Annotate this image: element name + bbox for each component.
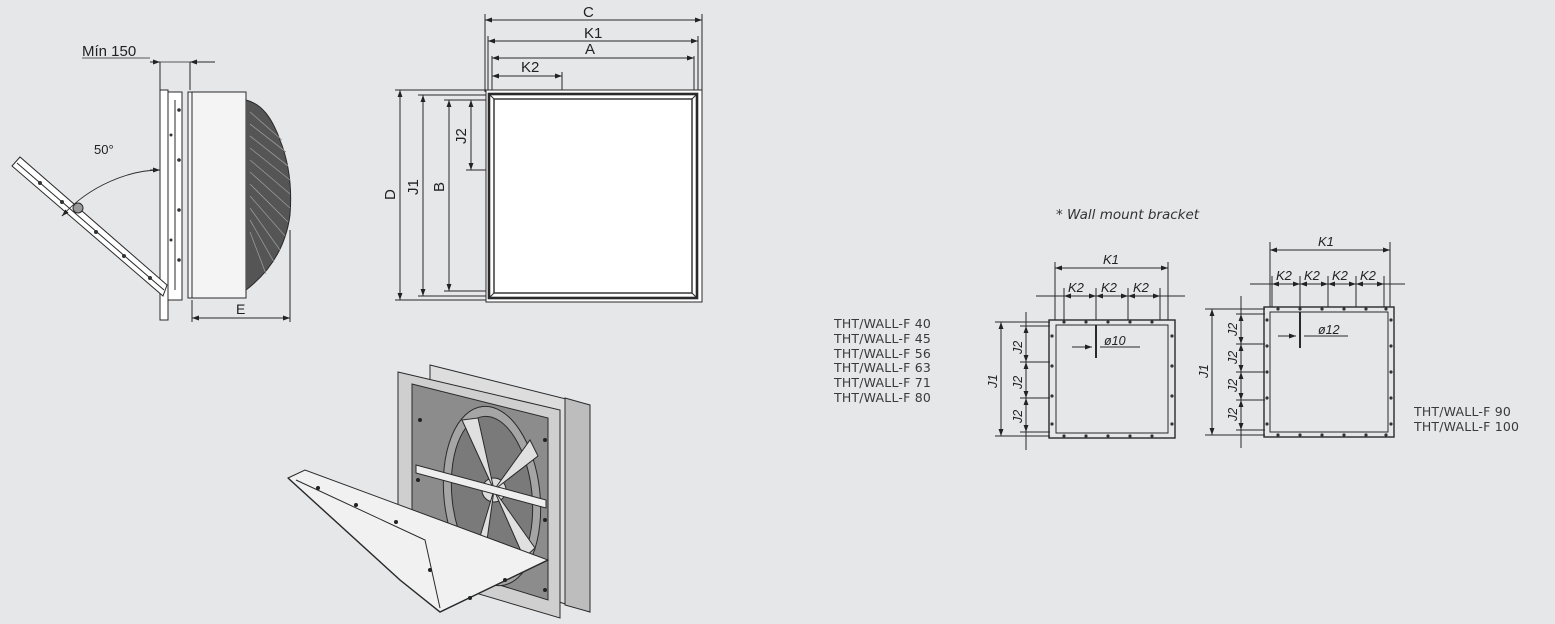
bracket-small-k2-1: K2 (1068, 280, 1085, 295)
model-label: THT/WALL-F 45 (834, 330, 931, 346)
dim-b-label: B (431, 182, 448, 192)
bracket-large-j2-1: J2 (1226, 323, 1240, 337)
bracket-small-k1: K1 (1103, 252, 1119, 267)
bracket-large-k2-2: K2 (1304, 268, 1321, 283)
model-label: THT/WALL-F 80 (834, 389, 931, 405)
angle-50-label: 50° (94, 142, 114, 157)
bracket-small-j2-3: J2 (1011, 410, 1025, 424)
min-150-label: Mín 150 (82, 43, 136, 60)
bracket-small-j2-1: J2 (1011, 341, 1025, 355)
bracket-large-hole: ø12 (1318, 323, 1340, 337)
dim-a-label: A (585, 41, 595, 58)
model-label: THT/WALL-F 40 (834, 316, 931, 331)
bracket-small (995, 262, 1185, 450)
bracket-large-j2-2: J2 (1226, 351, 1240, 365)
dim-k1-label: K1 (584, 25, 602, 42)
bracket-large-j2-3: J2 (1226, 379, 1240, 393)
wall-mount-bracket-note: * Wall mount bracket (1056, 207, 1200, 223)
dim-j2-label: J2 (453, 128, 470, 144)
bracket-small-j2-2: J2 (1011, 376, 1025, 390)
isometric-view (287, 364, 591, 619)
bracket-large-j2-4: J2 (1226, 408, 1240, 422)
models-large-list: THT/WALL-F 90 THT/WALL-F 100 (1414, 404, 1520, 435)
bracket-large-k2-3: K2 (1332, 268, 1349, 283)
bracket-small-hole: ø10 (1104, 334, 1126, 348)
dim-j1-label: J1 (405, 179, 422, 195)
model-label: THT/WALL-F 71 (834, 375, 931, 391)
dim-d-label: D (382, 189, 399, 200)
bracket-large-k2-4: K2 (1360, 268, 1377, 283)
side-view (11, 57, 292, 322)
bracket-small-j1: J1 (985, 374, 1000, 389)
dim-c-label: C (583, 4, 594, 21)
dim-e-label: E (236, 301, 245, 317)
models-small-list: THT/WALL-F 40 THT/WALL-F 45 THT/WALL-F 5… (834, 316, 931, 406)
model-label: THT/WALL-F 56 (834, 345, 931, 361)
bracket-small-k2-2: K2 (1101, 280, 1118, 295)
bracket-large-k2-1: K2 (1276, 268, 1293, 283)
model-label: THT/WALL-F 63 (834, 360, 931, 376)
dim-k2-label: K2 (521, 59, 539, 76)
bracket-large-k1: K1 (1318, 234, 1334, 249)
model-label: THT/WALL-F 100 (1414, 418, 1520, 434)
bracket-large (1205, 242, 1405, 448)
model-label: THT/WALL-F 90 (1414, 404, 1511, 419)
front-view (395, 14, 703, 303)
bracket-small-k2-3: K2 (1133, 280, 1150, 295)
bracket-large-j1: J1 (1196, 364, 1211, 379)
